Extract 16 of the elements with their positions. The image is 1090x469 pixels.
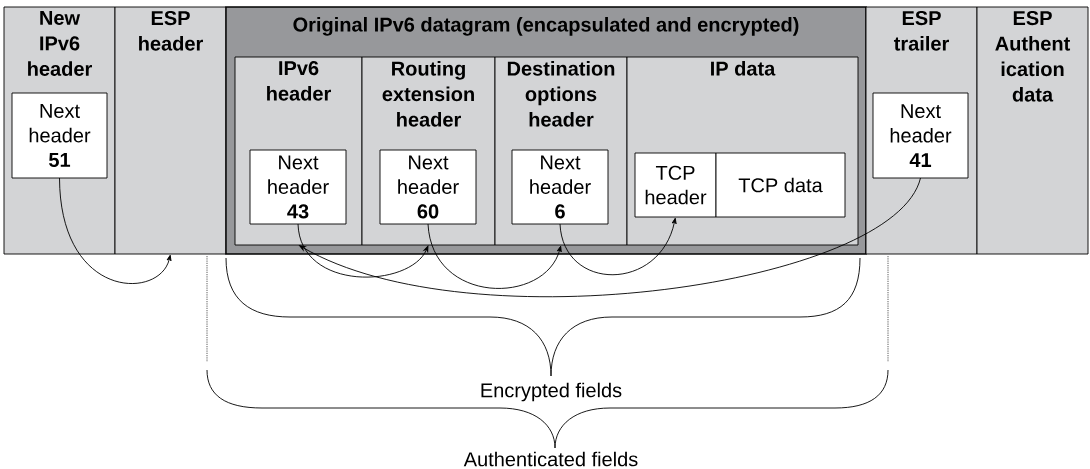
arrow [559, 217, 677, 276]
arrow [59, 177, 172, 284]
next-header-box: Next header 60 [379, 149, 477, 225]
field-box: TCP header [634, 152, 717, 218]
next-header-box: Next header 41 [872, 92, 969, 179]
brace-label: Authenticated fields [462, 450, 640, 468]
field-column: ESP Authent ication data [976, 6, 1089, 255]
field-box: TCP data [715, 152, 846, 218]
next-header-box: Next header 43 [249, 149, 347, 225]
next-header-box: Next header 6 [511, 149, 609, 225]
field-column: ESP header [114, 6, 227, 255]
arrow [427, 223, 562, 289]
arrow [297, 223, 429, 278]
brace-label: Encrypted fields [478, 381, 624, 403]
next-header-box: Next header 51 [11, 92, 108, 179]
arrow [299, 177, 921, 298]
